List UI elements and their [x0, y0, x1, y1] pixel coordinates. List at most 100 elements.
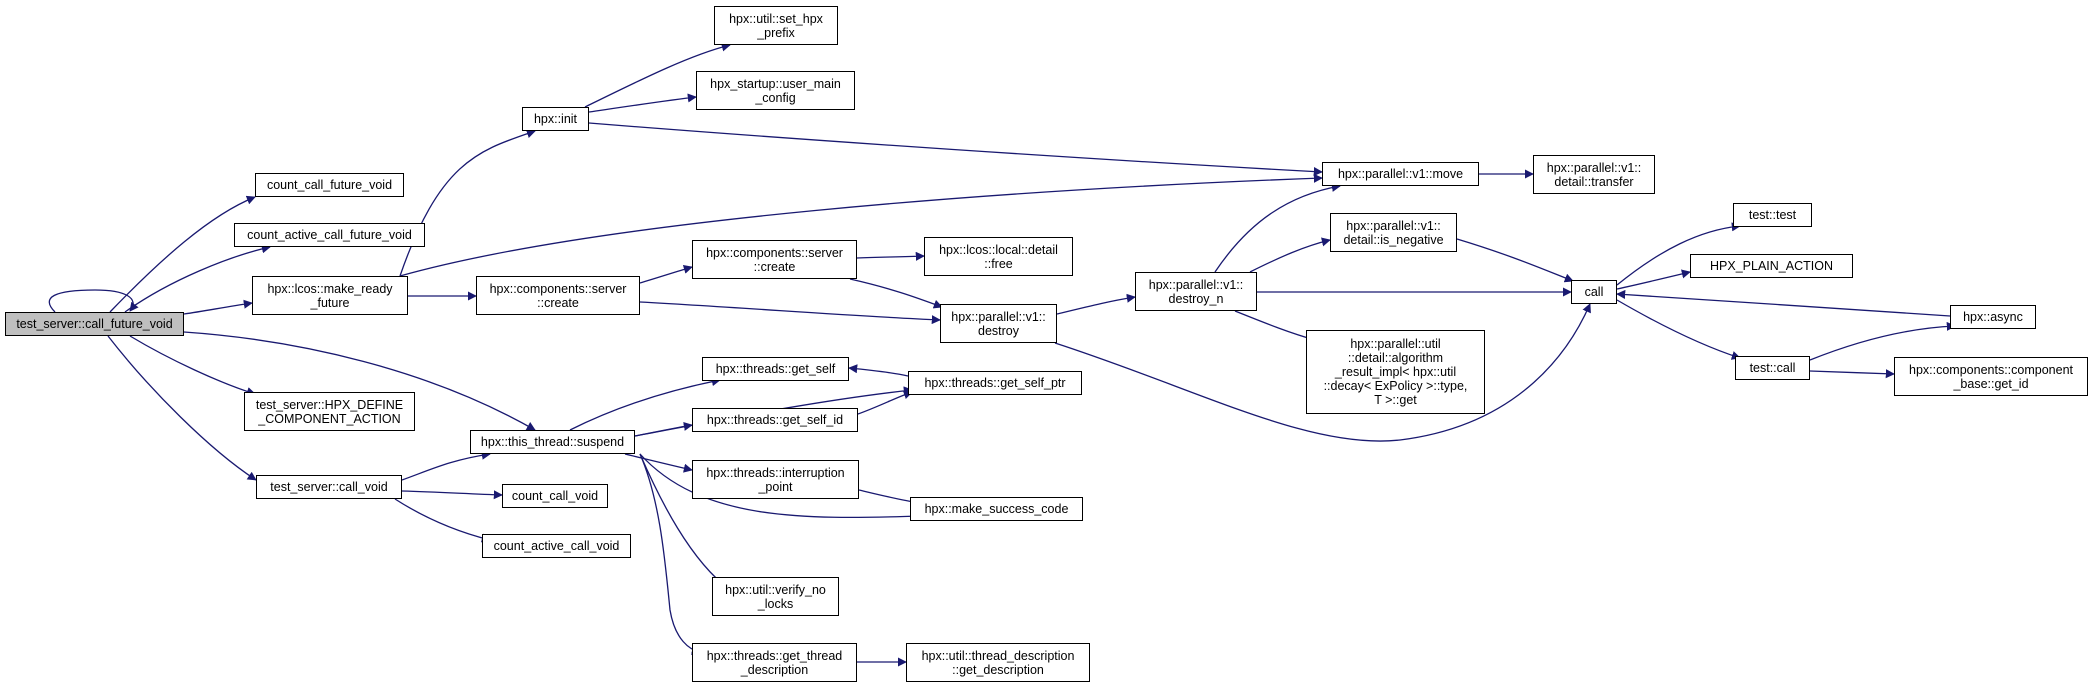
node-label-line: _result_impl< hpx::util	[1334, 365, 1457, 379]
node-parallel-destroy[interactable]: hpx::parallel::v1::destroy	[940, 304, 1057, 343]
edge-create2-destroy	[849, 278, 943, 309]
node-label-line: hpx_startup::user_main	[710, 76, 841, 91]
node-label-line: hpx::lcos::local::detail	[939, 242, 1058, 257]
edge-root-suspend	[183, 331, 536, 431]
node-label-line: hpx::util::set_hpx	[729, 11, 823, 26]
edge-create2-free	[856, 251, 925, 261]
edge-root-count-call-future-void	[109, 195, 256, 313]
node-count-call-void[interactable]: count_call_void	[502, 484, 608, 508]
node-label-line: hpx::async	[1963, 310, 2023, 324]
edge-root-call-void	[107, 335, 257, 481]
node-label-line: ::free	[984, 256, 1013, 271]
edge-is-negative-call	[1456, 238, 1574, 283]
edge-get-self-id-get-self-ptr	[857, 390, 913, 415]
node-label-line: hpx::components::server	[706, 245, 843, 260]
node-label-line: hpx::parallel::v1::move	[1337, 167, 1464, 181]
edge-get-self-ptr-get-self	[848, 364, 909, 377]
node-label-line: test::call	[1749, 361, 1796, 375]
edge-root-count-active-call-future-void	[124, 244, 271, 313]
node-label-line: hpx::parallel::v1::	[1346, 218, 1441, 233]
node-hpx-plain-action[interactable]: HPX_PLAIN_ACTION	[1690, 254, 1853, 278]
node-label-line: hpx::threads::get_self	[715, 362, 836, 376]
node-label-line: ::get_description	[952, 662, 1044, 677]
node-hpx-async[interactable]: hpx::async	[1950, 305, 2036, 329]
node-label-line: detail::is_negative	[1343, 232, 1444, 247]
node-label-line: hpx::make_success_code	[924, 502, 1069, 516]
edge-suspend-get-self	[569, 377, 721, 431]
node-hpx-define-component-action[interactable]: test_server::HPX_DEFINE_COMPONENT_ACTION	[244, 392, 415, 431]
node-label-line: hpx::parallel::v1::	[1546, 160, 1642, 175]
node-label-line: hpx::threads::interruption	[706, 465, 845, 480]
node-label-line: test_server::call_void	[270, 480, 388, 494]
edge-create1-create2	[639, 264, 693, 284]
node-component-base-get-id[interactable]: hpx::components::component_base::get_id	[1894, 357, 2088, 396]
node-label-line: ::create	[537, 295, 579, 310]
node-label-line: _COMPONENT_ACTION	[258, 411, 401, 426]
edge-hpx-init-set-prefix	[584, 42, 731, 108]
edge-suspend-get-self-id	[634, 421, 693, 437]
node-make-success-code[interactable]: hpx::make_success_code	[910, 497, 1083, 521]
node-threads-get-self-ptr[interactable]: hpx::threads::get_self_ptr	[908, 371, 1082, 395]
node-label-line: _base::get_id	[1953, 376, 2029, 391]
node-label-line: ::create	[753, 259, 796, 274]
node-label-line: ::detail::algorithm	[1347, 351, 1444, 365]
node-test-call[interactable]: test::call	[1735, 356, 1810, 380]
node-parallel-destroy-n[interactable]: hpx::parallel::v1::destroy_n	[1135, 272, 1257, 311]
node-label-line: hpx::lcos::make_ready	[267, 281, 393, 296]
node-components-server-create-1[interactable]: hpx::components::server::create	[476, 276, 640, 315]
node-this-thread-suspend[interactable]: hpx::this_thread::suspend	[470, 430, 635, 454]
node-label-line: hpx::threads::get_self_id	[706, 413, 844, 427]
node-detail-is-negative[interactable]: hpx::parallel::v1::detail::is_negative	[1330, 213, 1457, 252]
edge-hpx-init-user-main	[588, 93, 697, 113]
node-label-line: _point	[758, 479, 793, 494]
node-threads-get-self-id[interactable]: hpx::threads::get_self_id	[692, 408, 858, 432]
edge-root-hpx-define	[129, 335, 256, 396]
edge-hpx-init-move	[588, 122, 1323, 177]
edge-test-call-async	[1809, 321, 1956, 361]
node-threads-get-self[interactable]: hpx::threads::get_self	[702, 357, 849, 381]
node-label-line: _future	[310, 295, 350, 310]
edge-root-self	[48, 289, 139, 313]
node-user-main-config[interactable]: hpx_startup::user_main_config	[696, 71, 855, 110]
node-count-call-future-void[interactable]: count_call_future_void	[255, 173, 404, 197]
node-detail-transfer[interactable]: hpx::parallel::v1::detail::transfer	[1533, 155, 1655, 194]
edge-call-void-count-active-call-void	[394, 498, 491, 543]
node-call[interactable]: call	[1571, 280, 1617, 304]
node-label-line: test_server::HPX_DEFINE	[255, 397, 404, 412]
edge-test-call-get-id	[1809, 369, 1895, 379]
node-label-line: destroy_n	[1168, 291, 1224, 306]
node-set-hpx-prefix[interactable]: hpx::util::set_hpx_prefix	[714, 6, 838, 45]
node-label-line: count_call_void	[511, 489, 599, 503]
node-hpx-init[interactable]: hpx::init	[522, 107, 589, 131]
node-label-line: _config	[755, 90, 796, 105]
edge-call-void-suspend	[401, 450, 491, 481]
node-label-line: _description	[740, 662, 809, 677]
node-test-test[interactable]: test::test	[1733, 203, 1812, 227]
node-label-line: hpx::threads::get_thread	[706, 648, 843, 663]
edge-destroy-n-move	[1214, 182, 1341, 273]
node-label-line: hpx::parallel::util	[1350, 337, 1441, 351]
node-label-line: test_server::call_future_void	[16, 317, 173, 331]
node-count-active-call-void[interactable]: count_active_call_void	[482, 534, 631, 558]
node-lcos-local-detail-free[interactable]: hpx::lcos::local::detail::free	[924, 237, 1073, 276]
node-algorithm-result-impl-get[interactable]: hpx::parallel::util::detail::algorithm_r…	[1306, 330, 1485, 414]
node-test-server-call-void[interactable]: test_server::call_void	[256, 475, 402, 499]
node-test-server-call-future-void[interactable]: test_server::call_future_void	[5, 312, 184, 336]
node-count-active-call-future-void[interactable]: count_active_call_future_void	[234, 223, 425, 247]
node-make-ready-future[interactable]: hpx::lcos::make_ready_future	[252, 276, 408, 315]
node-label-line: detail::transfer	[1554, 174, 1634, 189]
node-util-thread-description-get-description[interactable]: hpx::util::thread_description::get_descr…	[906, 643, 1090, 682]
node-label-line: hpx::util::thread_description	[921, 648, 1075, 663]
node-threads-get-thread-description[interactable]: hpx::threads::get_thread_description	[692, 643, 857, 682]
node-label-line: call	[1584, 285, 1604, 299]
node-label-line: count_active_call_void	[493, 539, 620, 553]
edge-async-call	[1616, 289, 1951, 317]
node-threads-interruption-point[interactable]: hpx::threads::interruption_point	[692, 460, 859, 499]
node-parallel-move[interactable]: hpx::parallel::v1::move	[1322, 162, 1479, 186]
node-label-line: destroy	[978, 323, 1019, 338]
node-components-server-create-2[interactable]: hpx::components::server::create	[692, 240, 857, 279]
node-label-line: count_call_future_void	[266, 178, 393, 192]
node-label-line: HPX_PLAIN_ACTION	[1710, 259, 1833, 273]
edge-make-ready-move	[399, 173, 1323, 277]
node-util-verify-no-locks[interactable]: hpx::util::verify_no_locks	[712, 577, 839, 616]
